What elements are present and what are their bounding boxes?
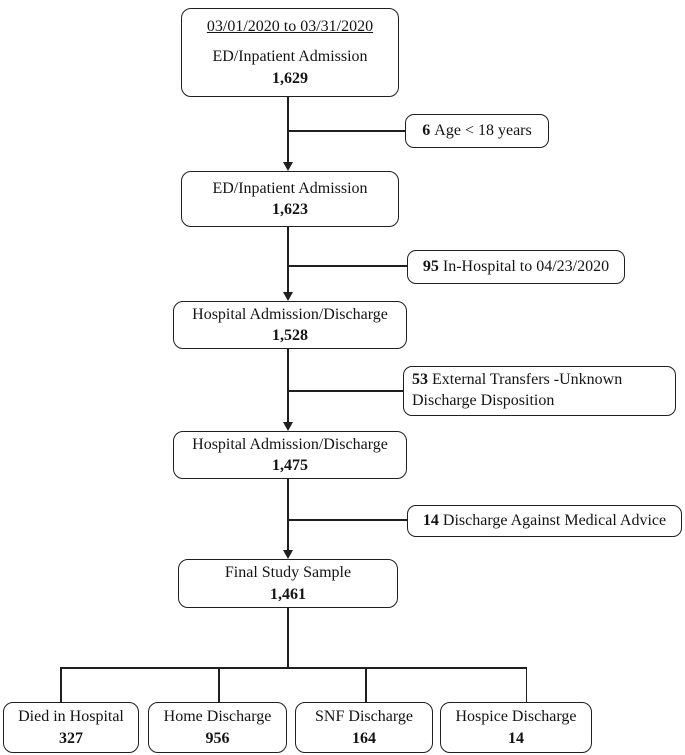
flow-box-hospital-discharge-1475: Hospital Admission/Discharge 1,475 (173, 431, 407, 479)
outcome-box-snf-discharge: SNF Discharge 164 (295, 702, 433, 753)
exclusion-label: External Transfers -Unknown Discharge Di… (412, 371, 623, 409)
exclusion-box-external-transfers: 53 External Transfers -Unknown Discharge… (403, 366, 676, 416)
exclusion-text: 53 External Transfers -Unknown Discharge… (412, 370, 667, 412)
flow-box-initial-admission: 03/01/2020 to 03/31/2020 ED/Inpatient Ad… (181, 8, 399, 97)
drop-line (525, 667, 527, 703)
box-count: 1,528 (272, 327, 308, 344)
box-count: 1,475 (272, 457, 308, 474)
exclusion-count: 6 (422, 121, 431, 139)
branch-line (288, 519, 407, 521)
connector-line (287, 96, 289, 164)
exclusion-label: In-Hospital to 04/23/2020 (442, 257, 610, 275)
exclusion-count: 14 (422, 511, 439, 529)
outcome-label: Died in Hospital (18, 708, 124, 726)
box-count: 1,623 (272, 201, 308, 218)
exclusion-label: Age < 18 years (434, 121, 532, 139)
box-count: 1,629 (272, 69, 308, 87)
outcome-count: 164 (352, 729, 376, 747)
box-count: 1,461 (270, 585, 306, 603)
connector-line (287, 348, 289, 424)
outcome-label: Home Discharge (163, 708, 272, 726)
arrowhead-down-icon (283, 422, 293, 431)
flow-box-admission-after-age-exclusion: ED/Inpatient Admission 1,623 (181, 171, 399, 227)
branch-line (288, 390, 403, 392)
branch-line (288, 265, 407, 267)
exclusion-box-in-hospital: 95 In-Hospital to 04/23/2020 (407, 250, 625, 284)
outcome-label: SNF Discharge (315, 708, 413, 726)
outcome-count: 956 (205, 729, 230, 747)
connector-line (287, 607, 289, 668)
exclusion-box-age: 6 Age < 18 years (405, 114, 549, 148)
flow-box-final-study-sample: Final Study Sample 1,461 (178, 559, 398, 608)
outcome-box-home-discharge: Home Discharge 956 (148, 702, 287, 753)
exclusion-count: 95 (422, 257, 439, 275)
connector-line (287, 226, 289, 294)
arrowhead-down-icon (283, 550, 293, 559)
connector-line (287, 478, 289, 552)
outcome-box-died-in-hospital: Died in Hospital 327 (3, 702, 139, 753)
outcome-count: 327 (59, 729, 83, 747)
drop-line (365, 667, 367, 703)
outcome-count: 14 (508, 729, 524, 747)
fanout-line (60, 667, 527, 669)
box-label: ED/Inpatient Admission (212, 179, 368, 197)
box-label: ED/Inpatient Admission (212, 48, 368, 66)
arrowhead-down-icon (283, 162, 293, 171)
box-label: Hospital Admission/Discharge (192, 435, 388, 453)
exclusion-box-ama: 14 Discharge Against Medical Advice (407, 505, 682, 537)
branch-line (288, 130, 405, 132)
outcome-label: Hospice Discharge (455, 708, 577, 726)
date-range-heading: 03/01/2020 to 03/31/2020 (206, 18, 374, 36)
exclusion-count: 53 (412, 371, 428, 389)
box-label: Final Study Sample (224, 564, 352, 582)
drop-line (60, 667, 62, 703)
arrowhead-down-icon (283, 292, 293, 301)
exclusion-label: Discharge Against Medical Advice (442, 511, 667, 529)
drop-line (218, 667, 220, 703)
outcome-box-hospice-discharge: Hospice Discharge 14 (440, 702, 592, 753)
box-label: Hospital Admission/Discharge (192, 305, 388, 323)
flow-box-hospital-discharge-1528: Hospital Admission/Discharge 1,528 (173, 301, 407, 349)
